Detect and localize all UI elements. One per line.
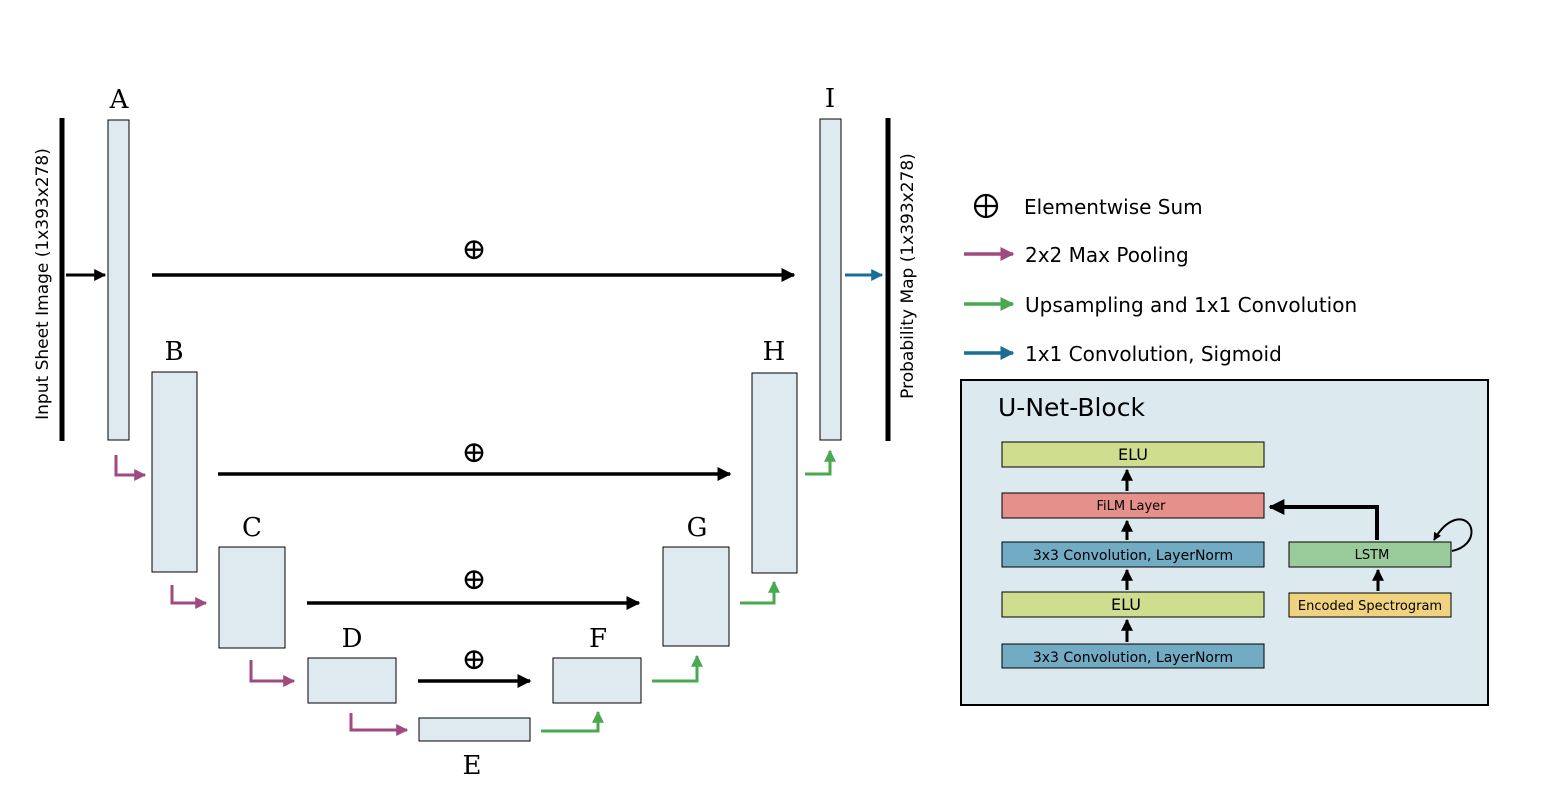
output-label: Probability Map (1x393x278) [898, 153, 918, 399]
block-i [819, 118, 842, 441]
block-label-h: H [763, 337, 786, 367]
legend-conv-label: 1x1 Convolution, Sigmoid [1025, 342, 1282, 366]
block-label-e: E [463, 751, 482, 781]
block-label-b: B [164, 337, 183, 367]
spectrogram-label: Encoded Spectrogram [1298, 599, 1442, 614]
lstm-box [1288, 541, 1452, 568]
unet-block-title: U-Net-Block [998, 393, 1145, 422]
legend-upsample-label: Upsampling and 1x1 Convolution [1025, 293, 1357, 317]
block-c [218, 546, 286, 649]
conv-top-box [1001, 541, 1265, 568]
film-layer-box [1001, 492, 1265, 519]
conv-top-label: 3x3 Convolution, LayerNorm [1033, 548, 1233, 564]
elu-bottom-box [1001, 591, 1265, 618]
block-h [751, 372, 798, 574]
block-label-g: G [687, 513, 708, 543]
block-label-f: F [589, 624, 607, 654]
spectrogram-box [1288, 592, 1452, 618]
block-label-c: C [242, 513, 262, 543]
arrow-lstm-to-film [1268, 499, 1379, 540]
pool-arrow-d-e [349, 713, 409, 736]
upsample-arrow-g-h [740, 580, 780, 605]
block-b [151, 371, 198, 573]
block-label-i: I [825, 84, 835, 114]
legend: Elementwise Sum 2x2 Max Pooling Upsampli… [964, 193, 1357, 366]
conv-bottom-box [1001, 643, 1265, 669]
conv-bottom-label: 3x3 Convolution, LayerNorm [1033, 650, 1233, 666]
block-f [552, 657, 642, 704]
block-e [418, 717, 531, 742]
upsample-arrow-h-i [805, 449, 836, 476]
unet-block-panel: U-Net-Block ELU FiLM Layer 3x3 Convoluti… [960, 379, 1489, 706]
sum-symbol-3: ⊕ [461, 562, 486, 597]
block-g [662, 546, 730, 647]
sum-symbol-4: ⊕ [461, 642, 486, 677]
upsample-arrow-e-f [541, 710, 604, 733]
sum-symbol-2: ⊕ [461, 435, 486, 470]
sum-symbol-1: ⊕ [461, 232, 486, 267]
block-label-a: A [109, 85, 130, 115]
pool-arrow-a-b [114, 455, 147, 481]
legend-pool-label: 2x2 Max Pooling [1025, 243, 1189, 267]
elu-bottom-label: ELU [1111, 595, 1141, 614]
upsample-arrow-f-g [652, 654, 703, 683]
lstm-recurrent-loop-arrow [1433, 518, 1473, 552]
sum-legend-icon [973, 193, 999, 219]
block-a [107, 119, 130, 441]
film-layer-label: FiLM Layer [1097, 499, 1167, 514]
elu-top-label: ELU [1118, 445, 1148, 464]
legend-sum-label: Elementwise Sum [1024, 195, 1203, 219]
block-d [307, 657, 397, 704]
elu-top-box [1001, 441, 1265, 468]
block-label-d: D [342, 624, 363, 654]
pool-arrow-b-c [170, 585, 208, 609]
lstm-label: LSTM [1355, 548, 1390, 563]
pool-arrow-c-d [249, 660, 296, 687]
input-label: Input Sheet Image (1x393x278) [33, 148, 53, 420]
